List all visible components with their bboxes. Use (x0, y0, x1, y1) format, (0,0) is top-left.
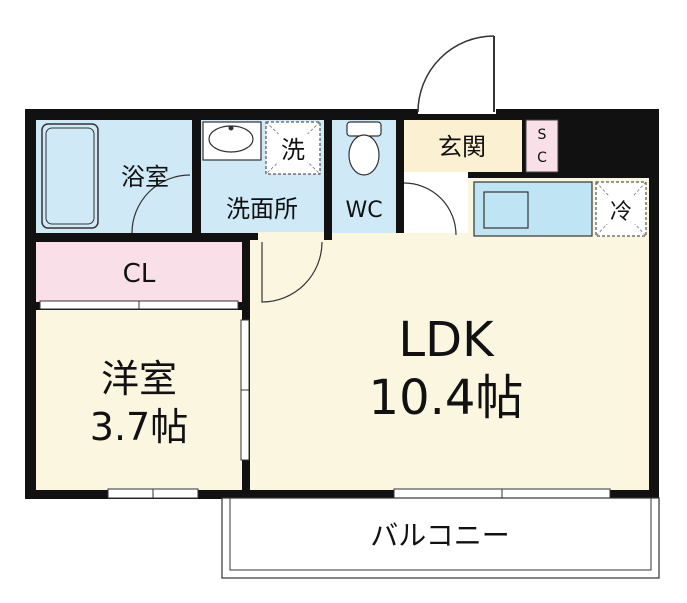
toilet-label: WC (345, 198, 382, 223)
ldk-floor-upper (332, 233, 468, 243)
ldk-label: LDK (398, 312, 495, 368)
ldk-door-gap (258, 232, 324, 242)
western-room-label: 洋室 (101, 357, 177, 401)
shoe-closet-label-top: S (538, 127, 547, 143)
bathtub (41, 123, 99, 229)
balcony-outline (221, 497, 660, 579)
entrance-door-arc (417, 35, 495, 113)
bath-label: 浴室 (121, 163, 169, 191)
western-room-floor (36, 310, 242, 490)
entrance-step (404, 172, 468, 235)
shoe-closet-label-bottom: C (537, 150, 547, 166)
closet-floor (36, 242, 242, 302)
kitchen-sink (483, 191, 529, 229)
toilet-bowl (348, 134, 380, 176)
entrance-floor (404, 120, 522, 172)
entrance-door-gap (418, 104, 496, 114)
faucet-icon (228, 125, 234, 131)
shoe-closet (525, 119, 559, 173)
balcony-inner (229, 497, 652, 571)
bathtub-inner (45, 127, 95, 225)
entrance-inner-door-arc (403, 182, 457, 236)
ldk-floor (250, 240, 649, 490)
closet-label: CL (123, 259, 156, 289)
western-room-size: 3.7帖 (90, 405, 188, 449)
bath-door-arc (131, 174, 191, 234)
fridge-label-bg (606, 196, 636, 224)
washer-label-bg (278, 134, 308, 162)
toilet-tank (346, 121, 382, 137)
entrance-label: 玄関 (438, 133, 486, 161)
washer-label: 洗 (281, 136, 305, 164)
fridge-label: 冷 (610, 200, 632, 225)
balcony-label: バルコニー (370, 519, 509, 552)
ldk-size: 10.4帖 (369, 370, 524, 426)
ldk-door-arc (261, 241, 323, 303)
washroom-label: 洗面所 (226, 195, 298, 223)
